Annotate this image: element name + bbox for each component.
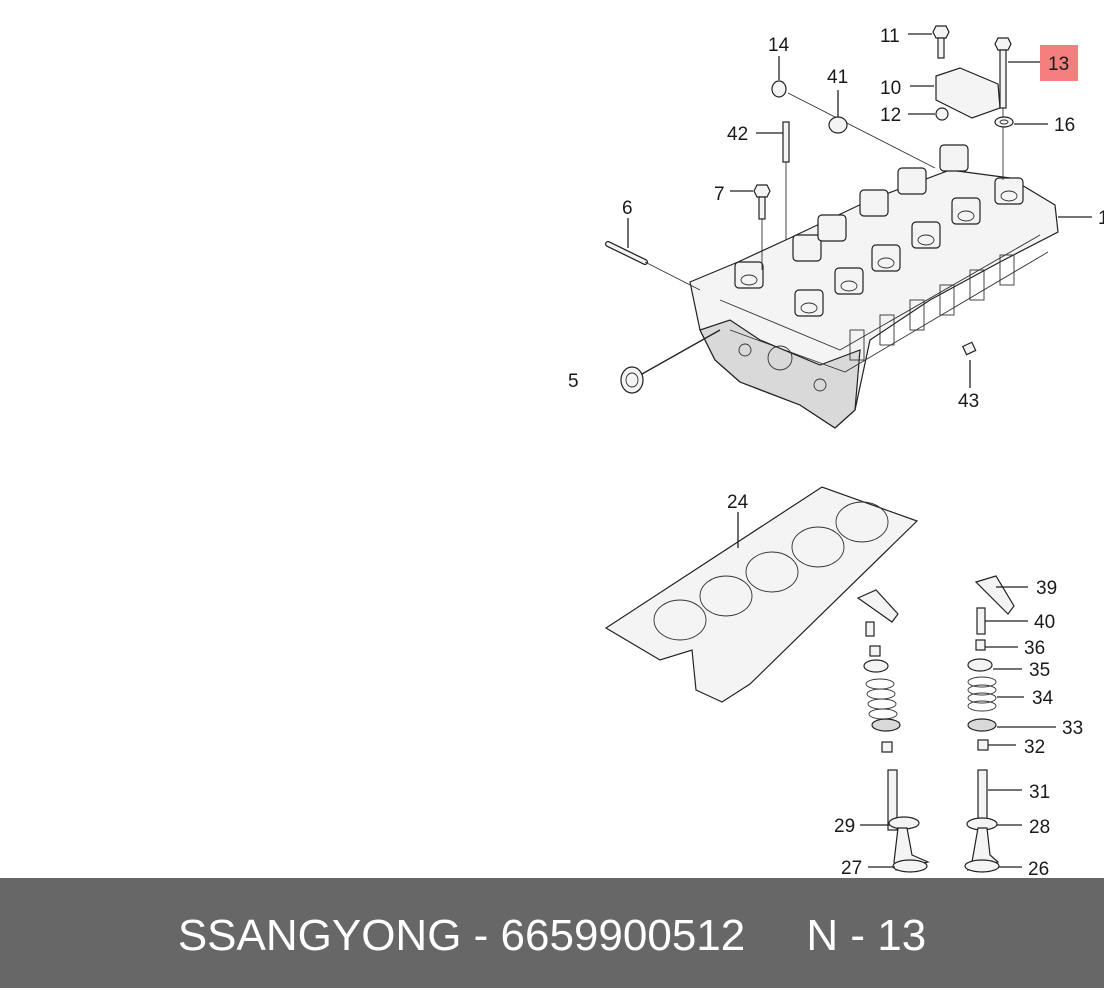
- label-10: 10: [880, 78, 901, 99]
- part-11-bolt: [908, 25, 950, 59]
- label-28: 28: [1029, 817, 1050, 838]
- label-27: 27: [841, 858, 862, 878]
- label-42: 42: [727, 124, 748, 145]
- part-14-plug: [771, 56, 936, 169]
- label-1: 1: [1098, 208, 1104, 229]
- cylinder-head: [689, 144, 1059, 429]
- label-5: 5: [568, 371, 579, 392]
- valve-train-right: [964, 575, 1056, 873]
- label-6: 6: [622, 198, 633, 219]
- part-42-rod: [756, 121, 790, 240]
- part-5-seal: [620, 329, 721, 394]
- label-13: 13: [1048, 54, 1069, 75]
- footer-bar: SSANGYONG - 6659900512 N - 13: [0, 878, 1104, 988]
- label-41: 41: [827, 67, 848, 88]
- part-16-washer: [994, 116, 1048, 128]
- label-39: 39: [1036, 578, 1057, 599]
- part-43-pin: [961, 341, 977, 388]
- label-43: 43: [958, 391, 979, 412]
- label-26: 26: [1028, 859, 1049, 878]
- label-33: 33: [1062, 718, 1083, 739]
- part-41-bushing: [828, 90, 848, 134]
- part-10-cap: [910, 67, 1001, 119]
- part-13-head-bolt: [994, 37, 1040, 180]
- label-31: 31: [1029, 782, 1050, 803]
- label-16: 16: [1054, 115, 1075, 136]
- part-7-bolt: [730, 184, 771, 270]
- valve-train-left: [856, 589, 930, 873]
- part-24-head-gasket: [604, 486, 919, 703]
- label-36: 36: [1024, 638, 1045, 659]
- label-7: 7: [714, 184, 725, 205]
- part-13-highlight-box: [1040, 45, 1078, 81]
- label-12: 12: [880, 105, 901, 126]
- label-29: 29: [834, 816, 855, 837]
- label-24: 24: [727, 492, 749, 513]
- part-6-stud: [605, 218, 701, 291]
- part-12-sleeve: [908, 107, 949, 121]
- label-35: 35: [1029, 660, 1050, 681]
- label-40: 40: [1034, 612, 1055, 633]
- label-34: 34: [1032, 688, 1054, 709]
- label-14: 14: [768, 35, 790, 56]
- part-number-caption: SSANGYONG - 6659900512 N - 13: [177, 911, 927, 960]
- parts-diagram: 1 5 6 7 10 11 12 13 14 16 24 26 27 28 29…: [568, 25, 1104, 878]
- label-32: 32: [1024, 737, 1045, 758]
- label-11: 11: [880, 26, 900, 47]
